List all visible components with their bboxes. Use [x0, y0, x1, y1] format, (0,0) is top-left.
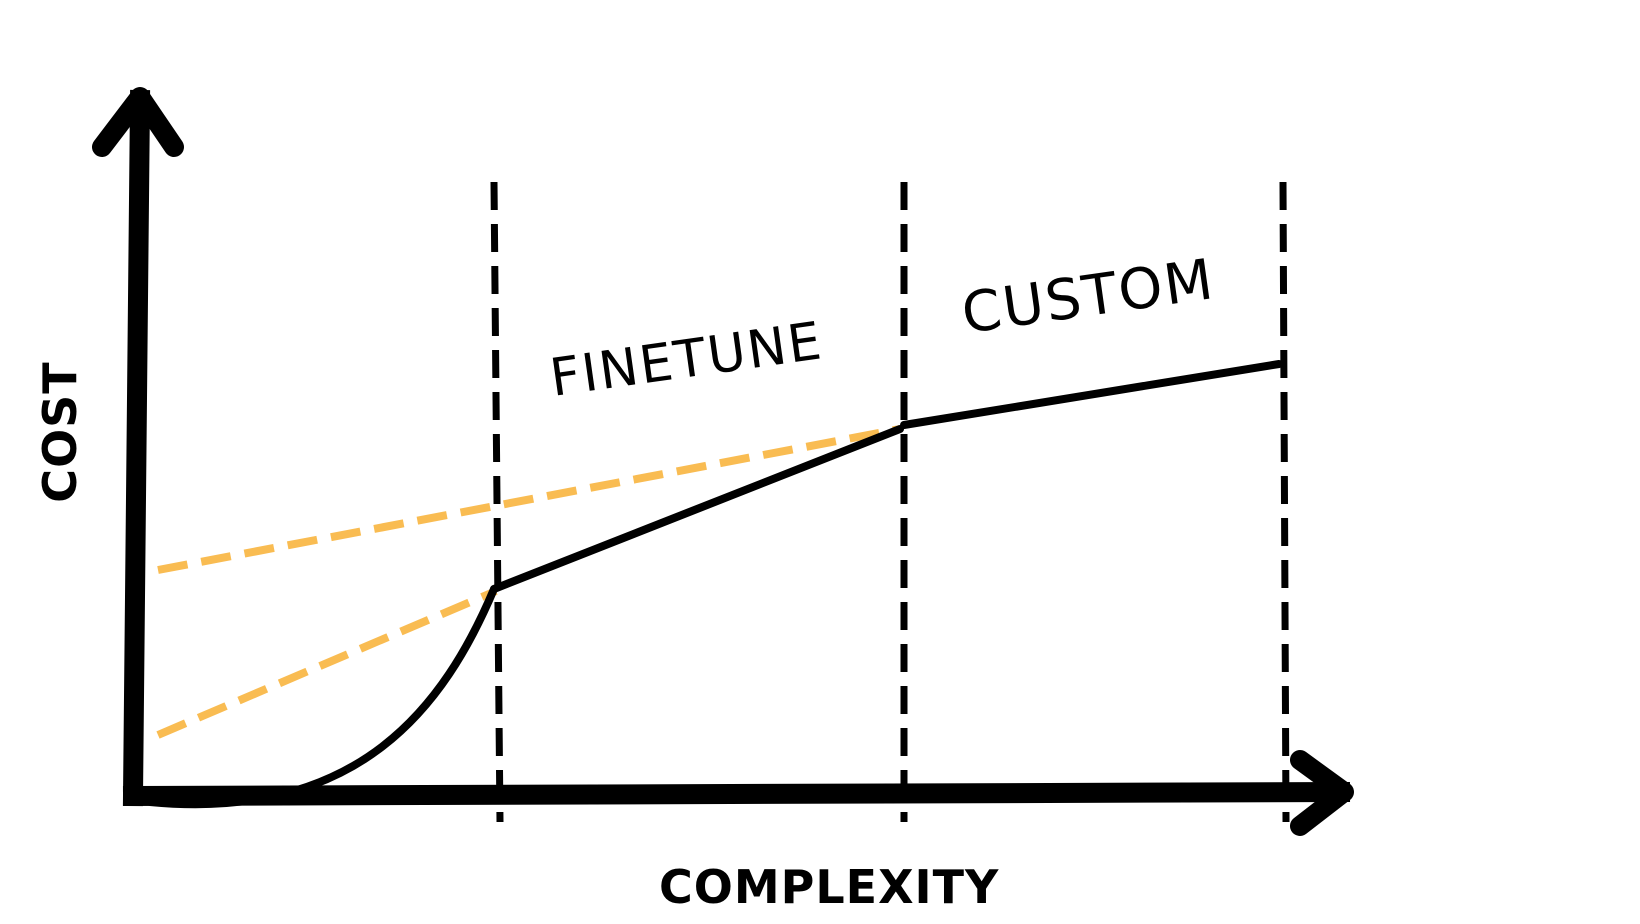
- y-axis-line: [122, 89, 151, 807]
- cost-curve: [146, 360, 1283, 809]
- x-axis-line: [122, 781, 1351, 807]
- divider-line-3: [1279, 181, 1290, 823]
- region-dividers: [490, 181, 1290, 823]
- y-axis-arrowhead: [92, 87, 184, 157]
- x-axis-label: COMPLEXITY: [659, 860, 999, 914]
- region-label-custom: CUSTOM: [958, 247, 1219, 347]
- orange-dashed-line-lower: [156, 587, 498, 739]
- x-axis: [122, 750, 1354, 836]
- orange-dashed-line-upper: [157, 425, 901, 574]
- divider-line-1: [490, 181, 504, 823]
- cost-curve-segment-2: [490, 425, 904, 593]
- cost-curve-segment-1: [146, 585, 498, 809]
- x-axis-arrowhead: [1290, 750, 1354, 836]
- region-label-finetune: FINETUNE: [546, 311, 826, 409]
- y-axis: [92, 87, 184, 807]
- cost-curve-segment-3: [900, 360, 1283, 429]
- orange-dashed-lines: [156, 425, 901, 739]
- y-axis-label: COST: [33, 361, 87, 502]
